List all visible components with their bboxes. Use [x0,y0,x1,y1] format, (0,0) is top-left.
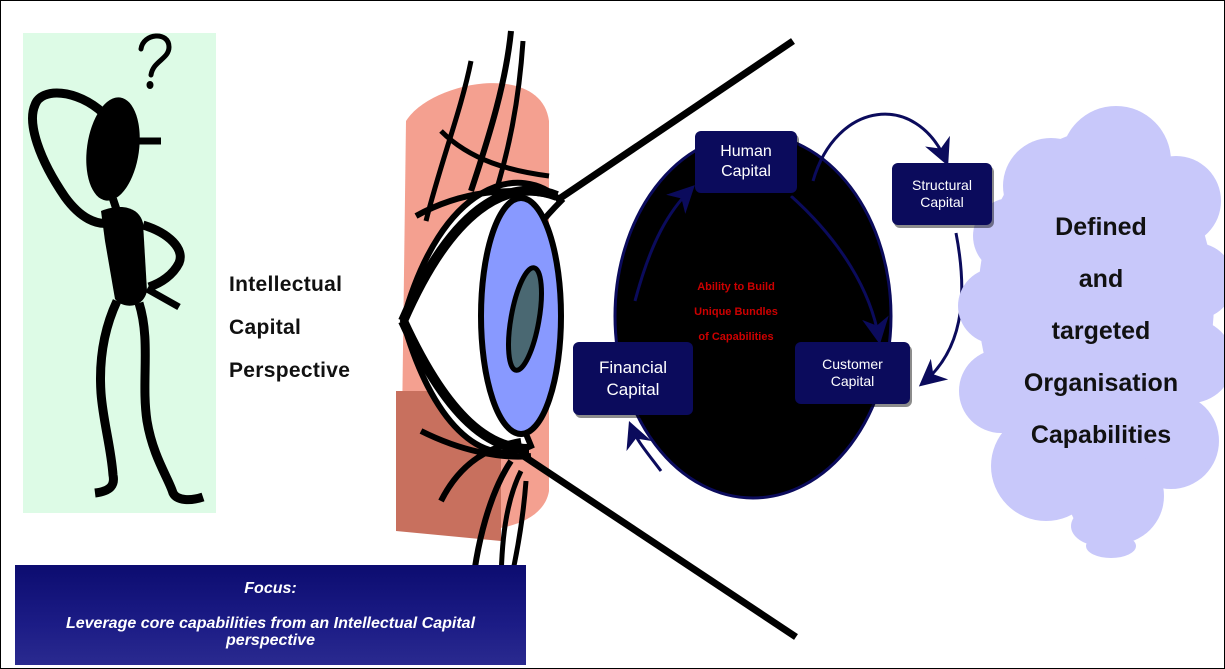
thinking-man-icon [33,36,203,500]
outcome-line-4: Organisation [986,357,1216,409]
center-text-line-3: of Capabilities [661,325,811,350]
structural-capital-line-2: Capital [920,194,964,211]
customer-capital-box: Customer Capital [795,342,910,404]
outcome-line-2: and [986,253,1216,305]
human-capital-line-1: Human [720,142,772,162]
outcome-line-5: Capabilities [986,409,1216,461]
outcome-line-3: targeted [986,305,1216,357]
focus-box: Focus: Leverage core capabilities from a… [15,565,526,665]
center-text-line-1: Ability to Build [661,275,811,300]
intellectual-capital-perspective-label: Intellectual Capital Perspective [229,263,350,392]
structural-capital-box: Structural Capital [892,163,992,225]
perspective-line-1: Intellectual [229,263,350,306]
question-mark-icon [141,36,169,75]
focus-title: Focus: [15,580,526,598]
financial-capital-line-1: Financial [599,357,667,379]
arrow-structural-to-customer [923,233,962,383]
customer-capital-line-2: Capital [831,373,875,390]
outcome-line-1: Defined [986,201,1216,253]
perspective-line-3: Perspective [229,349,350,392]
structural-capital-line-1: Structural [912,177,972,194]
financial-capital-box: Financial Capital [573,342,693,415]
financial-capital-line-2: Capital [607,379,660,401]
human-capital-box: Human Capital [695,131,797,193]
human-capital-line-2: Capital [721,162,771,182]
perspective-line-2: Capital [229,306,350,349]
customer-capital-line-1: Customer [822,356,883,373]
outcome-text: Defined and targeted Organisation Capabi… [986,201,1216,461]
focus-body: Leverage core capabilities from an Intel… [35,615,506,649]
center-text: Ability to Build Unique Bundles of Capab… [661,275,811,350]
center-text-line-2: Unique Bundles [661,300,811,325]
